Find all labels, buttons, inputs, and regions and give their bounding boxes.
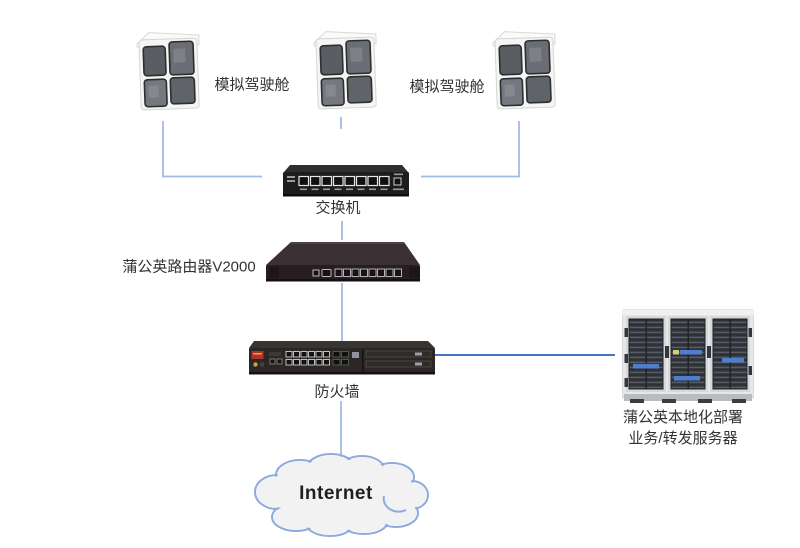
simulator-cockpit-icon [313,31,377,110]
cockpit1-label: 模拟驾驶舱 [214,76,290,94]
internet-label: Internet [299,483,373,504]
firewall-label: 防火墙 [314,383,360,401]
router-label: 蒲公英路由器V2000 [122,258,256,276]
simulator-cockpit-icon [136,32,200,111]
server-label: 蒲公英本地化部署 业务/转发服务器 [598,407,768,449]
simulator-cockpit-icon [492,31,556,110]
server-label-line2: 业务/转发服务器 [628,430,738,447]
connector-cockpit1-switch [162,121,262,178]
cockpit2-label: 模拟驾驶舱 [409,78,485,96]
ethernet-switch-icon [283,165,409,197]
router-icon [266,242,420,282]
server-rack-icon [622,309,754,403]
connector-cockpit3-switch [421,121,520,178]
firewall-icon [249,341,435,375]
server-label-line1: 蒲公英本地化部署 [622,409,743,426]
switch-label: 交换机 [315,199,361,217]
internet-cloud-icon [254,453,429,537]
